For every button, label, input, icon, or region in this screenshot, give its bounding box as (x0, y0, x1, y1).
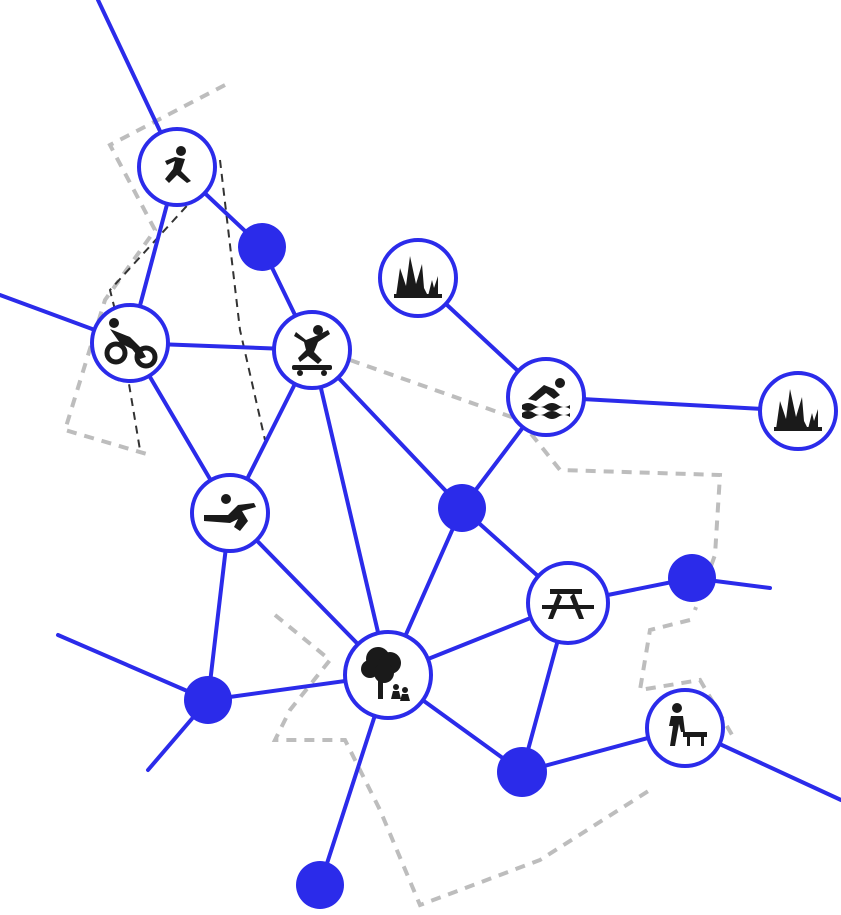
icon-nodes (90, 127, 838, 768)
node-walking[interactable] (645, 688, 725, 768)
junction-node[interactable] (438, 484, 486, 532)
grass-icon (774, 389, 822, 431)
area-boundary-south (271, 613, 652, 908)
grass-icon (394, 256, 442, 298)
picnic-table-icon (542, 589, 594, 619)
running-person-icon (165, 146, 191, 183)
swimming-icon (522, 378, 570, 419)
trail-2 (108, 174, 216, 451)
area-boundary-center (349, 358, 723, 611)
diving-icon (204, 494, 256, 531)
area-boundary-north (62, 83, 226, 457)
edge (544, 395, 800, 413)
junction-node[interactable] (668, 554, 716, 602)
trails (108, 159, 266, 451)
trail-1 (219, 159, 266, 441)
junction-node[interactable] (497, 747, 547, 797)
node-picnic[interactable] (526, 561, 610, 645)
pictograms (104, 146, 822, 746)
skateboarding-icon (292, 325, 332, 376)
edge (56, 633, 210, 702)
person-on-bench-icon (669, 703, 707, 746)
park-tree-family-icon (361, 647, 410, 701)
cycling-icon (104, 318, 158, 369)
junction-node[interactable] (296, 861, 344, 909)
node-swimming[interactable] (506, 357, 586, 437)
junction-nodes (184, 223, 716, 909)
edge (310, 348, 390, 677)
junction-node[interactable] (184, 676, 232, 724)
junction-node[interactable] (238, 223, 286, 271)
